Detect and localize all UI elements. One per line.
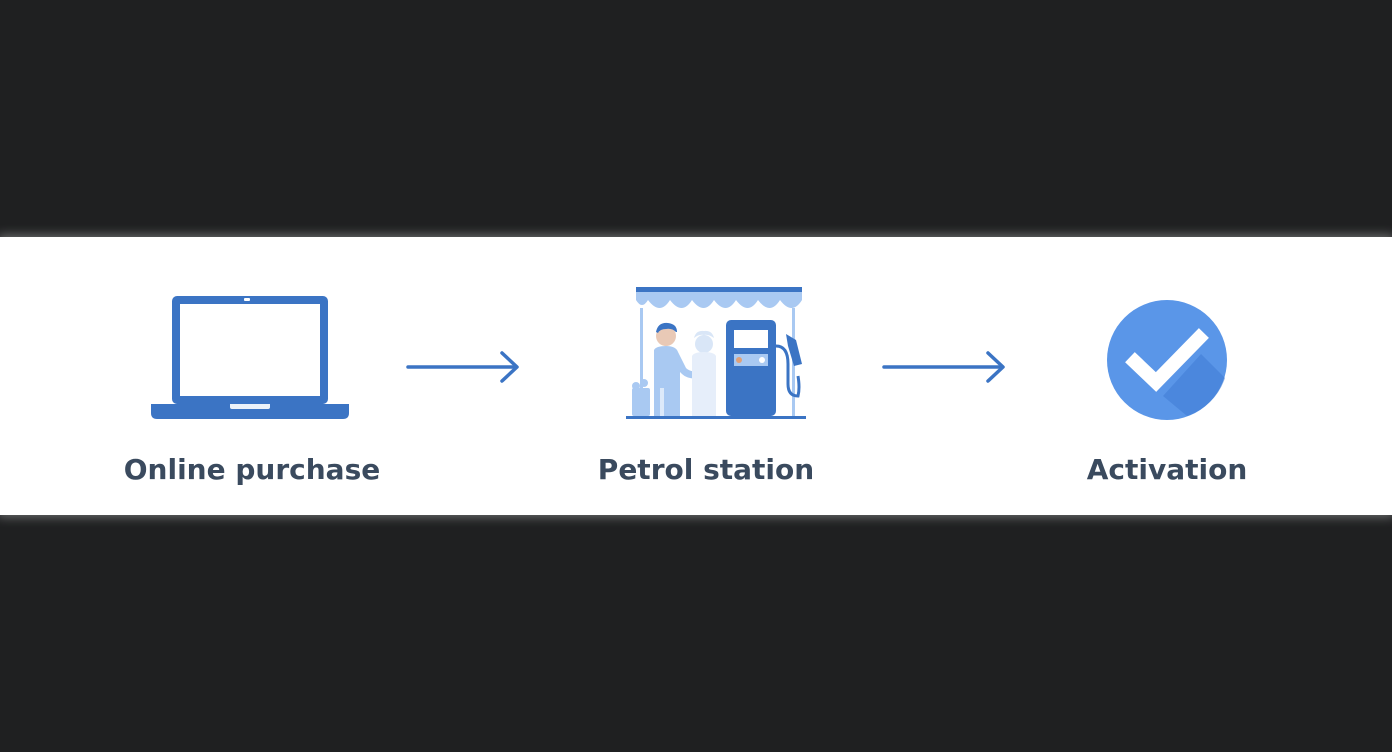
- step-label-petrol-station: Petrol station: [597, 453, 815, 486]
- step-label-activation: Activation: [1086, 453, 1248, 486]
- checkmark-circle-icon: [1107, 300, 1227, 420]
- petrol-station-icon: [626, 287, 806, 419]
- arrow-right-icon: [882, 351, 1005, 383]
- laptop-icon: [151, 296, 349, 419]
- arrow-right-icon: [406, 351, 519, 383]
- step-label-online-purchase: Online purchase: [123, 453, 381, 486]
